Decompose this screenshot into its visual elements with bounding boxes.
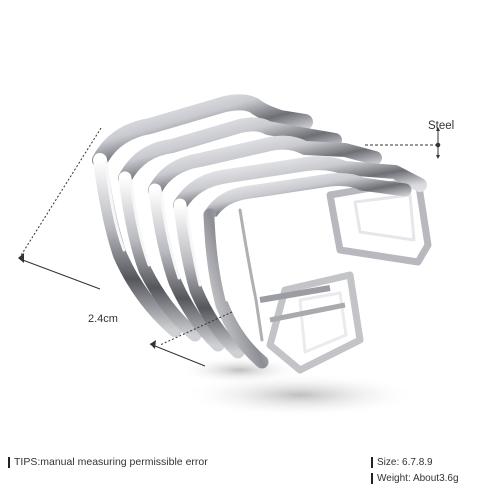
tips-text: TIPS:manual measuring permissible error bbox=[14, 456, 208, 468]
ring-band-2 bbox=[118, 117, 342, 342]
dimension-guide bbox=[18, 127, 233, 367]
ring-band-4 bbox=[173, 156, 427, 359]
dimension-arrow-left bbox=[19, 258, 101, 290]
ring-shadow-left bbox=[180, 356, 300, 384]
weight-text: Weight: About3.6g bbox=[377, 473, 459, 484]
dimension-label: 2.4cm bbox=[88, 313, 118, 325]
size-text: Size: 6.7.8.9 bbox=[377, 457, 433, 468]
tips-marker bbox=[8, 457, 10, 468]
size-marker bbox=[371, 457, 373, 468]
steel-callout bbox=[365, 127, 441, 159]
ring-band-3 bbox=[148, 135, 382, 352]
dimension-arrow-right bbox=[149, 343, 206, 367]
ring-back-frames bbox=[259, 176, 432, 374]
weight-marker bbox=[371, 473, 373, 484]
material-label: Steel bbox=[428, 120, 455, 132]
ring-band-1 bbox=[92, 94, 313, 337]
ring-band-5-front bbox=[203, 173, 412, 369]
